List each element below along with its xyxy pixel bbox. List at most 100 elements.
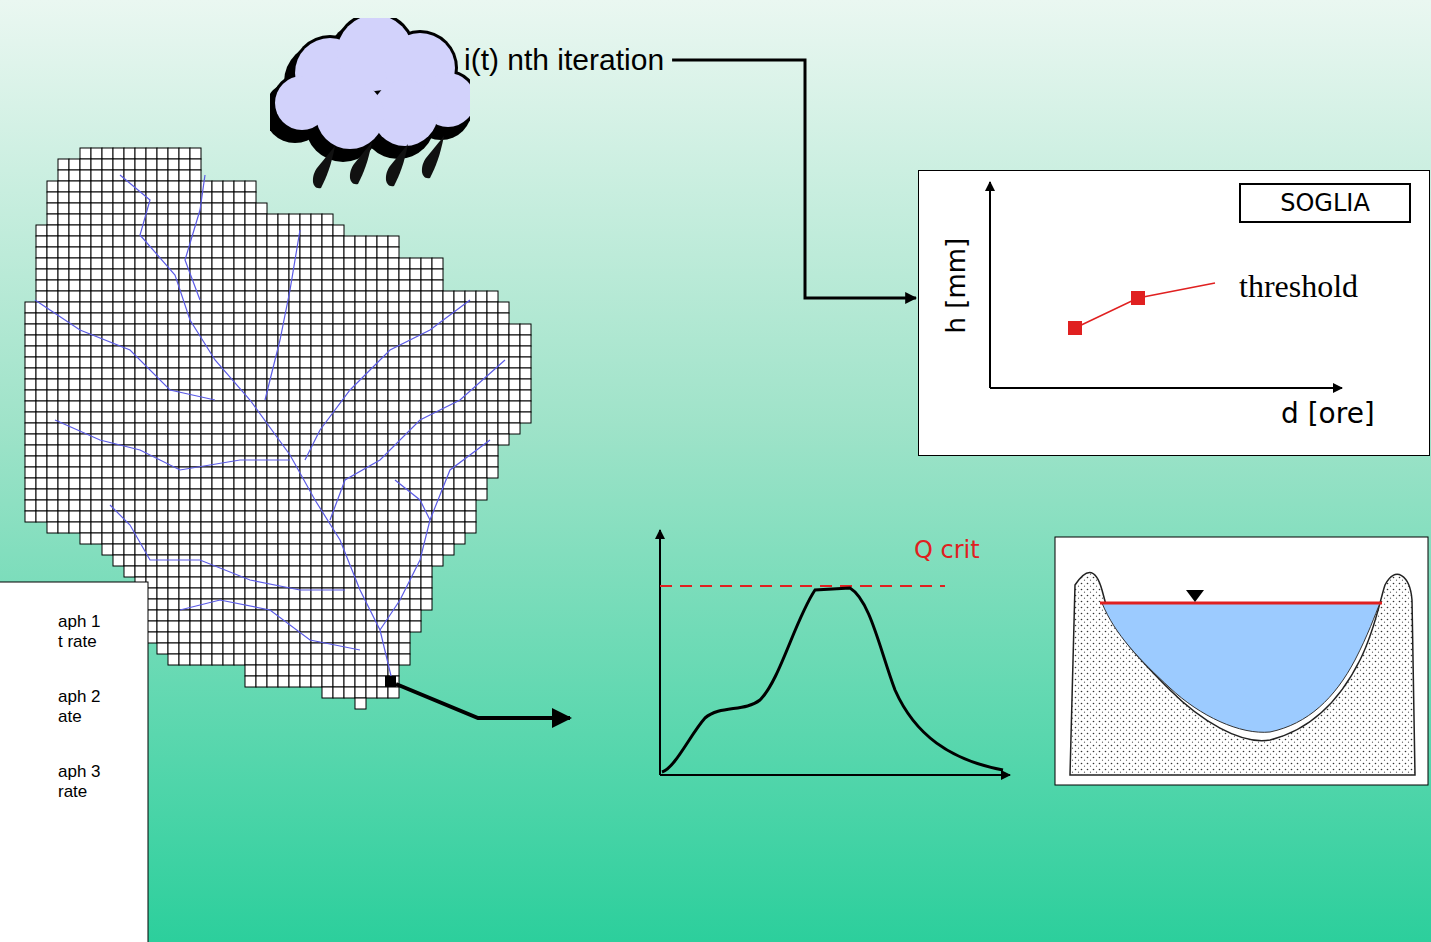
grid-cell [322,577,333,588]
grid-cell [69,225,80,236]
grid-cell [113,456,124,467]
grid-cell [399,643,410,654]
grid-cell [333,302,344,313]
grid-cell [190,456,201,467]
grid-cell [476,346,487,357]
grid-cell [223,291,234,302]
grid-cell [179,346,190,357]
grid-cell [58,280,69,291]
grid-cell [377,324,388,335]
grid-cell [212,489,223,500]
grid-cell [300,379,311,390]
grid-cell [443,511,454,522]
grid-cell [223,192,234,203]
output-list-box: aph 1 t rateaph 2 ateaph 3 rate [0,582,148,942]
grid-cell [168,159,179,170]
grid-cell [267,335,278,346]
grid-cell [300,236,311,247]
grid-cell [267,577,278,588]
grid-cell [80,467,91,478]
grid-cell [421,357,432,368]
grid-cell [256,610,267,621]
grid-cell [509,357,520,368]
grid-cell [245,665,256,676]
drawing-part [380,440,490,630]
grid-cell [410,302,421,313]
grid-cell [344,621,355,632]
grid-cell [322,302,333,313]
grid-cell [465,313,476,324]
grid-cell [135,511,146,522]
grid-cell [179,588,190,599]
grid-cell [432,445,443,456]
grid-cell [91,236,102,247]
grid-cell [80,159,91,170]
grid-cell [333,555,344,566]
grid-cell [25,423,36,434]
grid-cell [168,588,179,599]
grid-cell [344,346,355,357]
grid-cell [333,236,344,247]
grid-cell [388,247,399,258]
grid-cell [344,467,355,478]
grid-cell [223,544,234,555]
grid-cell [256,445,267,456]
grid-cell [377,379,388,390]
grid-cell [47,423,58,434]
grid-cell [344,280,355,291]
grid-cell [278,654,289,665]
grid-cell [300,302,311,313]
grid-cell [344,533,355,544]
grid-cell [234,522,245,533]
drawing-part [120,175,392,680]
grid-cell [157,324,168,335]
grid-cell [432,269,443,280]
grid-cell [179,577,190,588]
grid-cell [223,280,234,291]
grid-cell [135,456,146,467]
grid-cell [212,181,223,192]
grid-cell [135,379,146,390]
grid-cell [102,247,113,258]
grid-cell [25,511,36,522]
grid-cell [498,357,509,368]
grid-cell [432,467,443,478]
grid-cell [135,170,146,181]
grid-cell [157,379,168,390]
grid-cell [36,225,47,236]
grid-cell [377,357,388,368]
grid-cell [69,269,80,280]
grid-cell [234,225,245,236]
grid-cell [113,423,124,434]
grid-cell [256,214,267,225]
grid-cell [80,346,91,357]
grid-cell [58,302,69,313]
grid-cell [190,346,201,357]
grid-cell [58,379,69,390]
grid-cell [256,258,267,269]
grid-cell [454,368,465,379]
grid-cell [91,258,102,269]
grid-cell [289,225,300,236]
grid-cell [289,302,300,313]
grid-cell [399,456,410,467]
grid-cell [311,599,322,610]
critical-discharge-line [660,585,945,587]
grid-cell [289,566,300,577]
grid-cell [80,478,91,489]
grid-cell [58,225,69,236]
grid-cell [377,313,388,324]
grid-cell [333,412,344,423]
grid-cell [377,544,388,555]
grid-cell [377,478,388,489]
grid-cell [300,258,311,269]
grid-cell [278,500,289,511]
grid-cell [223,423,234,434]
grid-cell [113,302,124,313]
grid-cell [157,368,168,379]
grid-cell [212,621,223,632]
grid-cell [47,192,58,203]
grid-cell [201,522,212,533]
grid-cell [300,434,311,445]
grid-cell [25,379,36,390]
